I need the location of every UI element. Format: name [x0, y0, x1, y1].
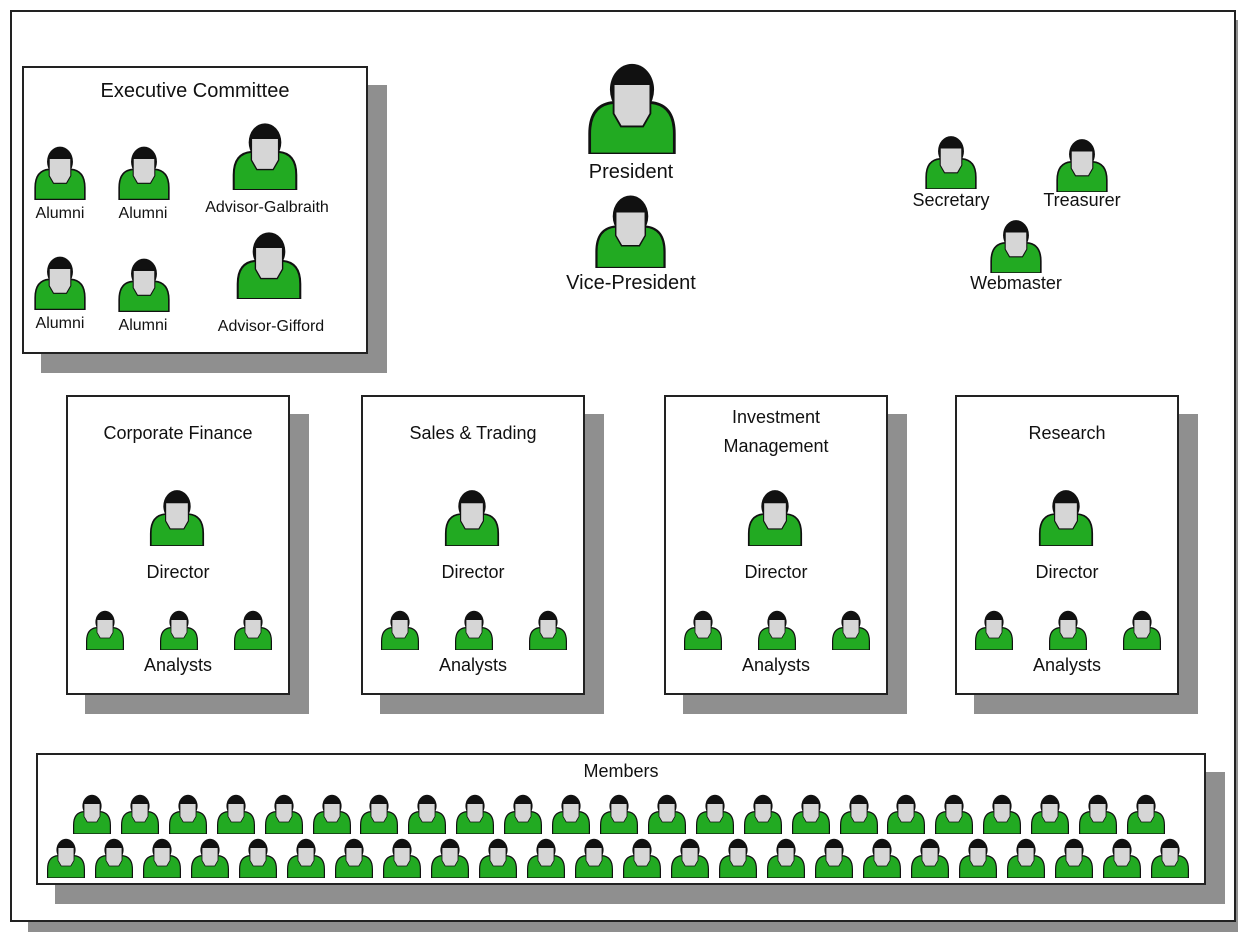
advisor-gifford-person-icon: [235, 231, 303, 299]
research-director-person-icon: [1037, 489, 1095, 546]
division-sales-trading-title: Sales & Trading: [409, 423, 537, 443]
alumni-3-person-icon: [33, 255, 87, 310]
vice-president-label: Vice-President: [566, 272, 696, 294]
treasurer-label: Treasurer: [1043, 190, 1121, 210]
president-label: President: [588, 161, 674, 183]
webmaster-label: Webmaster: [970, 273, 1062, 293]
corporate-finance-analyst-3-person-icon: [233, 610, 273, 650]
alumni-1-label: Alumni: [35, 205, 85, 222]
research-analyst-3-person-icon: [1122, 610, 1162, 650]
advisor-galbraith-label: Advisor-Galbraith: [205, 199, 329, 216]
alumni-2-label: Alumni: [118, 205, 168, 222]
secretary-person-icon: [923, 135, 979, 189]
alumni-4-person-icon: [117, 257, 171, 312]
alumni-3-label: Alumni: [35, 315, 85, 332]
research-analysts-label: Analysts: [1032, 655, 1102, 675]
vice-president-person-icon: [593, 194, 668, 268]
secretary-label: Secretary: [912, 190, 990, 210]
research-analyst-1-person-icon: [974, 610, 1014, 650]
division-investment-management-title-line1: Investment: [731, 407, 821, 427]
sales-trading-analyst-1-person-icon: [380, 610, 420, 650]
advisor-gifford-label: Advisor-Gifford: [217, 318, 325, 335]
investment-management-director-person-icon: [746, 489, 804, 546]
corporate-finance-director-label: Director: [146, 562, 210, 582]
investment-management-analyst-3-person-icon: [831, 610, 871, 650]
president-person-icon: [585, 62, 679, 154]
corporate-finance-director-person-icon: [148, 489, 206, 546]
division-research-title: Research: [1028, 423, 1106, 443]
members-title: Members: [583, 761, 659, 781]
sales-trading-analyst-2-person-icon: [454, 610, 494, 650]
exec-committee-title: Executive Committee: [100, 80, 290, 102]
webmaster-person-icon: [988, 219, 1044, 273]
alumni-1-person-icon: [33, 145, 87, 200]
division-investment-management-title-line2: Management: [723, 436, 829, 456]
corporate-finance-analyst-2-person-icon: [159, 610, 199, 650]
sales-trading-director-label: Director: [441, 562, 505, 582]
sales-trading-analysts-label: Analysts: [438, 655, 508, 675]
advisor-galbraith-person-icon: [231, 122, 299, 190]
corporate-finance-analyst-1-person-icon: [85, 610, 125, 650]
research-analyst-2-person-icon: [1048, 610, 1088, 650]
division-corporate-finance-title: Corporate Finance: [103, 423, 253, 443]
research-director-label: Director: [1035, 562, 1099, 582]
investment-management-analyst-2-person-icon: [757, 610, 797, 650]
corporate-finance-analysts-label: Analysts: [143, 655, 213, 675]
alumni-2-person-icon: [117, 145, 171, 200]
sales-trading-director-person-icon: [443, 489, 501, 546]
investment-management-analyst-1-person-icon: [683, 610, 723, 650]
investment-management-analysts-label: Analysts: [741, 655, 811, 675]
sales-trading-analyst-3-person-icon: [528, 610, 568, 650]
alumni-4-label: Alumni: [118, 317, 168, 334]
treasurer-person-icon: [1054, 138, 1110, 192]
investment-management-director-label: Director: [744, 562, 808, 582]
